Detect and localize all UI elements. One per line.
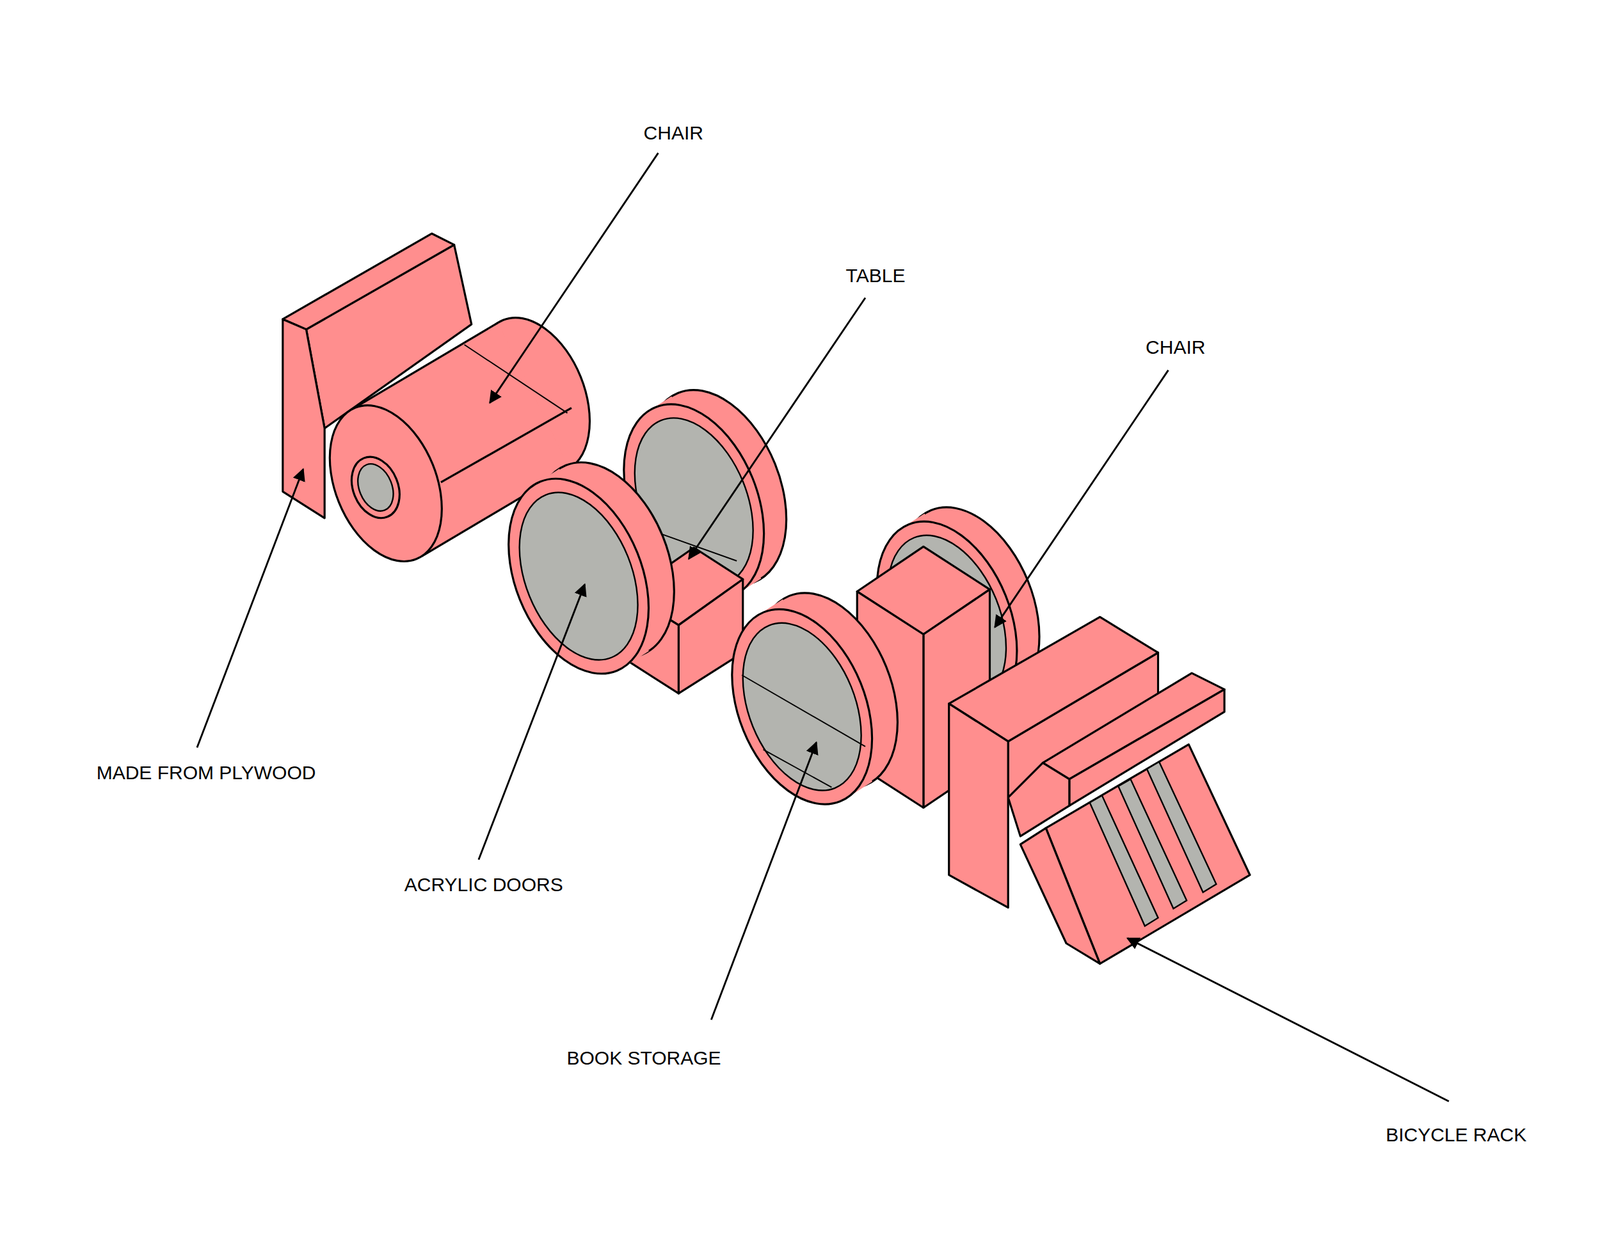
part-label: MADE FROM PLYWOOD <box>95 761 318 783</box>
part-label: BICYCLE RACK <box>1384 1123 1528 1145</box>
part-label: CHAIR <box>1144 336 1207 358</box>
part-label: BOOK STORAGE <box>565 1047 722 1069</box>
part-label: CHAIR <box>642 122 705 144</box>
part-label: TABLE <box>844 264 907 287</box>
part-label: ACRYLIC DOORS <box>403 874 565 896</box>
letter-k-bicycle-rack <box>949 616 1250 964</box>
leader-lines <box>197 152 1449 1102</box>
